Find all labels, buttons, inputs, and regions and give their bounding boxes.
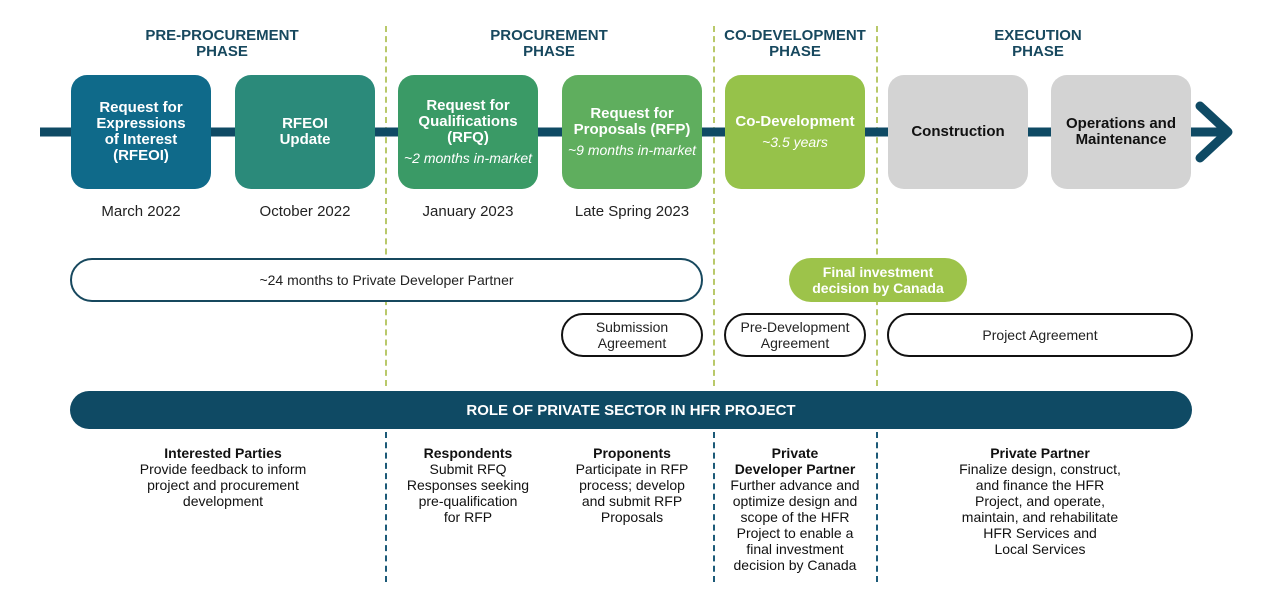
role-text: and finance the HFR bbox=[975, 477, 1105, 493]
role-divider bbox=[385, 432, 387, 582]
phase-title: EXECUTION bbox=[994, 27, 1082, 44]
step-label: (RFEOI) bbox=[113, 147, 169, 164]
role-text: Submit RFQ bbox=[429, 461, 507, 477]
role-text: final investment bbox=[746, 541, 844, 557]
agreement-label: Agreement bbox=[760, 335, 830, 351]
step-rfq: Request for Qualifications (RFQ) ~2 mont… bbox=[398, 75, 538, 189]
step-date: January 2023 bbox=[422, 203, 514, 220]
role-title: Interested Parties bbox=[164, 445, 282, 461]
phase-subtitle: PHASE bbox=[196, 43, 248, 60]
timeline-pill-label: ~24 months to Private Developer Partner bbox=[259, 272, 514, 288]
step-date: March 2022 bbox=[101, 203, 181, 220]
agreement-label: Agreement bbox=[597, 335, 667, 351]
agreement-label: Submission bbox=[595, 319, 669, 335]
final-investment-decision-badge: Final investment decision by Canada bbox=[789, 258, 967, 302]
phase-title: PROCUREMENT bbox=[490, 27, 608, 44]
step-date: Late Spring 2023 bbox=[574, 203, 690, 220]
step-label: Update bbox=[279, 131, 331, 148]
role-text: for RFP bbox=[443, 509, 493, 525]
step-label: of Interest bbox=[104, 131, 178, 148]
phase-divider bbox=[876, 26, 878, 386]
role-text: Proposals bbox=[600, 509, 664, 525]
step-label: Construction bbox=[911, 123, 1005, 140]
phase-header-co-development: CO-DEVELOPMENT PHASE bbox=[724, 28, 866, 60]
step-label: Request for bbox=[99, 99, 183, 116]
role-banner: ROLE OF PRIVATE SECTOR IN HFR PROJECT bbox=[70, 391, 1192, 429]
role-text: Responses seeking bbox=[406, 477, 530, 493]
step-rfeoi: Request for Expressions of Interest (RFE… bbox=[71, 75, 211, 189]
role-title: Developer Partner bbox=[734, 461, 856, 477]
step-label: Expressions bbox=[96, 115, 186, 132]
badge-line: decision by Canada bbox=[812, 280, 944, 296]
step-label: Proposals (RFP) bbox=[573, 121, 691, 138]
phase-subtitle: PHASE bbox=[523, 43, 575, 60]
phase-title: PRE-PROCUREMENT bbox=[145, 27, 299, 44]
step-label: Maintenance bbox=[1075, 131, 1167, 148]
role-text: pre-qualification bbox=[418, 493, 518, 509]
step-date: October 2022 bbox=[259, 203, 351, 220]
pre-development-agreement-pill: Pre-Development Agreement bbox=[724, 313, 866, 357]
project-agreement-pill: Project Agreement bbox=[887, 313, 1193, 357]
role-text: process; develop bbox=[579, 477, 685, 493]
phase-subtitle: PHASE bbox=[1012, 43, 1064, 60]
role-text: project and procurement bbox=[147, 477, 299, 493]
step-operations-maintenance: Operations and Maintenance bbox=[1051, 75, 1191, 189]
role-text: development bbox=[182, 493, 264, 509]
role-interested-parties: Interested Parties Provide feedback to i… bbox=[123, 445, 323, 509]
role-text: Local Services bbox=[994, 541, 1086, 557]
step-label: Request for bbox=[590, 105, 674, 122]
phase-divider bbox=[713, 26, 715, 386]
role-text: Further advance and bbox=[730, 477, 860, 493]
role-title: Proponents bbox=[593, 445, 671, 461]
role-text: and submit RFP bbox=[581, 493, 683, 509]
role-text: HFR Services and bbox=[983, 525, 1097, 541]
role-proponents: Proponents Participate in RFP process; d… bbox=[560, 445, 704, 525]
role-text: Participate in RFP bbox=[575, 461, 689, 477]
role-title: Respondents bbox=[423, 445, 513, 461]
timeline-pill: ~24 months to Private Developer Partner bbox=[70, 258, 703, 302]
role-text: scope of the HFR bbox=[740, 509, 850, 525]
step-label: RFEOI bbox=[282, 115, 328, 132]
phase-header-execution: EXECUTION PHASE bbox=[994, 28, 1082, 60]
role-private-developer-partner: Private Developer Partner Further advanc… bbox=[720, 445, 870, 573]
step-rfp: Request for Proposals (RFP) ~9 months in… bbox=[562, 75, 702, 189]
role-text: optimize design and bbox=[732, 493, 858, 509]
agreement-label: Pre-Development bbox=[740, 319, 850, 335]
phase-subtitle: PHASE bbox=[769, 43, 821, 60]
banner-title: ROLE OF PRIVATE SECTOR IN HFR PROJECT bbox=[466, 401, 796, 419]
phase-header-pre-procurement: PRE-PROCUREMENT PHASE bbox=[145, 28, 298, 60]
role-text: Finalize design, construct, bbox=[959, 461, 1121, 477]
role-title: Private bbox=[771, 445, 819, 461]
submission-agreement-pill: Submission Agreement bbox=[561, 313, 703, 357]
step-duration: ~9 months in-market bbox=[568, 142, 696, 158]
badge-line: Final investment bbox=[822, 264, 934, 280]
step-co-development: Co-Development ~3.5 years bbox=[725, 75, 865, 189]
role-text: decision by Canada bbox=[733, 557, 857, 573]
role-text: Project, and operate, bbox=[975, 493, 1105, 509]
step-rfeoi-update: RFEOI Update bbox=[235, 75, 375, 189]
step-label: Qualifications (RFQ) bbox=[418, 113, 518, 146]
step-label: Co-Development bbox=[735, 113, 855, 130]
step-duration: ~2 months in-market bbox=[404, 150, 532, 166]
role-divider bbox=[713, 432, 715, 582]
step-label: Request for bbox=[426, 97, 510, 114]
phase-divider bbox=[385, 26, 387, 386]
role-text: Project to enable a bbox=[736, 525, 854, 541]
phase-title: CO-DEVELOPMENT bbox=[724, 27, 866, 44]
step-label: Operations and bbox=[1065, 115, 1177, 132]
role-divider bbox=[876, 432, 878, 582]
agreement-label: Project Agreement bbox=[982, 327, 1098, 343]
step-construction: Construction bbox=[888, 75, 1028, 189]
role-text: maintain, and rehabilitate bbox=[961, 509, 1119, 525]
role-respondents: Respondents Submit RFQ Responses seeking… bbox=[398, 445, 538, 525]
phase-header-procurement: PROCUREMENT PHASE bbox=[490, 28, 608, 60]
step-duration: ~3.5 years bbox=[762, 134, 828, 150]
role-private-partner: Private Partner Finalize design, constru… bbox=[930, 445, 1150, 557]
role-text: Provide feedback to inform bbox=[139, 461, 307, 477]
role-title: Private Partner bbox=[990, 445, 1090, 461]
